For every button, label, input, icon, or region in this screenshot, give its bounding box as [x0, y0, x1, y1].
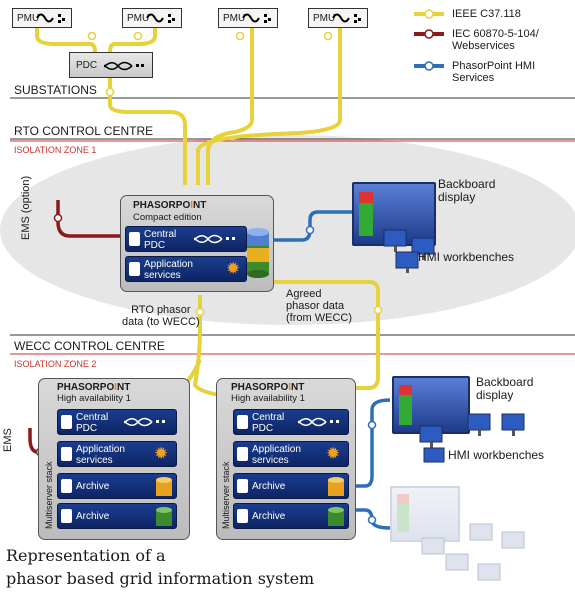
- document-icon: [129, 232, 140, 246]
- wecc-backboard-label: Backboard display: [476, 375, 534, 402]
- archive-label: Archive: [76, 481, 110, 492]
- wecc-hmi-label: HMI workbenches: [448, 448, 545, 462]
- pdc-wave-icon: [104, 61, 144, 71]
- sine-wave-icon: [36, 13, 65, 23]
- standby-hmi-workstations: [421, 523, 525, 581]
- document-icon: [61, 509, 72, 523]
- archive-label: Archive: [76, 511, 110, 522]
- database-icon: [247, 228, 269, 278]
- high-availability-label: High availability 1: [57, 393, 131, 404]
- rto-title: RTO CONTROL CENTRE: [14, 124, 154, 138]
- database-icon: [156, 507, 172, 526]
- pdc-box: PDC: [69, 52, 153, 78]
- compact-edition-label: Compact edition: [133, 212, 202, 223]
- document-icon: [61, 415, 72, 429]
- pmu-box-1: PMU: [12, 8, 72, 28]
- wecc1-archive-module-2: Archive: [57, 503, 177, 529]
- pdc-label: PDC: [76, 60, 98, 71]
- wecc1-application-services-module: Application services ✹: [57, 441, 177, 467]
- sine-wave-icon: [332, 13, 361, 23]
- substations-label: SUBSTATIONS: [14, 83, 97, 97]
- database-icon: [328, 477, 344, 496]
- rto-backboard-label: Backboard display: [438, 177, 496, 204]
- pmu-label: PMU: [17, 13, 40, 24]
- wecc-isolation-label: ISOLATION ZONE 2: [14, 359, 97, 369]
- central-pdc-label: Central PDC: [144, 229, 177, 251]
- wecc1-central-pdc-module: Central PDC: [57, 409, 177, 435]
- rto-isolation-label: ISOLATION ZONE 1: [14, 145, 97, 155]
- wecc-phasorpoint-box-1: PHASORPOINT High availability 1 Multiser…: [38, 378, 190, 540]
- gear-icon: ✹: [326, 444, 341, 463]
- multiserver-stack-label: Multiserver stack: [221, 461, 231, 529]
- wecc2-archive-module-1: Archive: [233, 473, 349, 499]
- database-icon: [328, 507, 344, 526]
- legend-iec-label: IEC 60870-5-104/ Webservices: [452, 28, 539, 52]
- pmu-box-4: PMU: [308, 8, 368, 28]
- agreed-phasor-data-label: Agreed phasor data (from WECC): [286, 288, 352, 324]
- rto-hmi-workstations: [383, 229, 435, 273]
- document-icon: [237, 415, 248, 429]
- rto-hmi-label: HMI workbenches: [418, 250, 515, 264]
- document-icon: [129, 262, 140, 276]
- phasorpoint-brand: PHASORPOINT: [57, 382, 131, 393]
- wecc-hmi-workstations: [419, 413, 525, 463]
- document-icon: [61, 479, 72, 493]
- gear-icon: ✹: [226, 259, 241, 278]
- phasorpoint-compact-box: PHASORPOINT Compact edition Central PDC …: [120, 195, 274, 292]
- pmu-box-3: PMU: [218, 8, 278, 28]
- database-icon: [156, 477, 172, 496]
- pmu-box-2: PMU: [122, 8, 182, 28]
- high-availability-label: High availability 1: [231, 393, 305, 404]
- rto-central-pdc-module: Central PDC: [125, 226, 247, 252]
- wecc1-archive-module-1: Archive: [57, 473, 177, 499]
- document-icon: [61, 447, 72, 461]
- pmu-label: PMU: [223, 13, 246, 24]
- legend-swatches: [414, 9, 444, 71]
- phasorpoint-brand: PHASORPOINT: [231, 382, 305, 393]
- diagram-caption: Representation of a phasor based grid in…: [6, 546, 315, 588]
- sine-wave-icon: [242, 13, 271, 23]
- document-icon: [237, 479, 248, 493]
- central-pdc-label: Central PDC: [76, 412, 109, 434]
- document-icon: [237, 509, 248, 523]
- wecc2-application-services-module: Application services ✹: [233, 441, 349, 467]
- archive-label: Archive: [252, 481, 286, 492]
- gear-icon: ✹: [154, 444, 169, 463]
- wecc-phasorpoint-box-2: PHASORPOINT High availability 1 Multiser…: [216, 378, 356, 540]
- rto-application-services-module: Application services ✹: [125, 256, 247, 282]
- pdc-wave-icon: [194, 234, 235, 244]
- pdc-wave-icon: [124, 417, 165, 427]
- application-services-label: Application services: [144, 259, 193, 281]
- pmu-label: PMU: [313, 13, 336, 24]
- legend: IEEE C37.118 IEC 60870-5-104/ Webservice…: [412, 4, 572, 90]
- application-services-label: Application services: [252, 444, 301, 466]
- pdc-wave-icon: [298, 417, 339, 427]
- archive-label: Archive: [252, 511, 286, 522]
- wecc2-archive-module-2: Archive: [233, 503, 349, 529]
- wecc-title: WECC CONTROL CENTRE: [14, 339, 165, 353]
- legend-ieee-label: IEEE C37.118: [452, 8, 521, 20]
- pmu-label: PMU: [127, 13, 150, 24]
- rto-ems-label: EMS (option): [20, 175, 32, 240]
- legend-hmi-label: PhasorPoint HMI Services: [452, 60, 536, 84]
- central-pdc-label: Central PDC: [252, 412, 285, 434]
- document-icon: [237, 447, 248, 461]
- sine-wave-icon: [146, 13, 175, 23]
- multiserver-stack-label: Multiserver stack: [44, 461, 54, 529]
- application-services-label: Application services: [76, 444, 125, 466]
- wecc2-central-pdc-module: Central PDC: [233, 409, 349, 435]
- wecc-ems-label: EMS: [2, 428, 14, 452]
- rto-phasor-data-label: RTO phasor data (to WECC): [122, 304, 200, 328]
- phasorpoint-brand: PHASORPOINT: [133, 200, 207, 211]
